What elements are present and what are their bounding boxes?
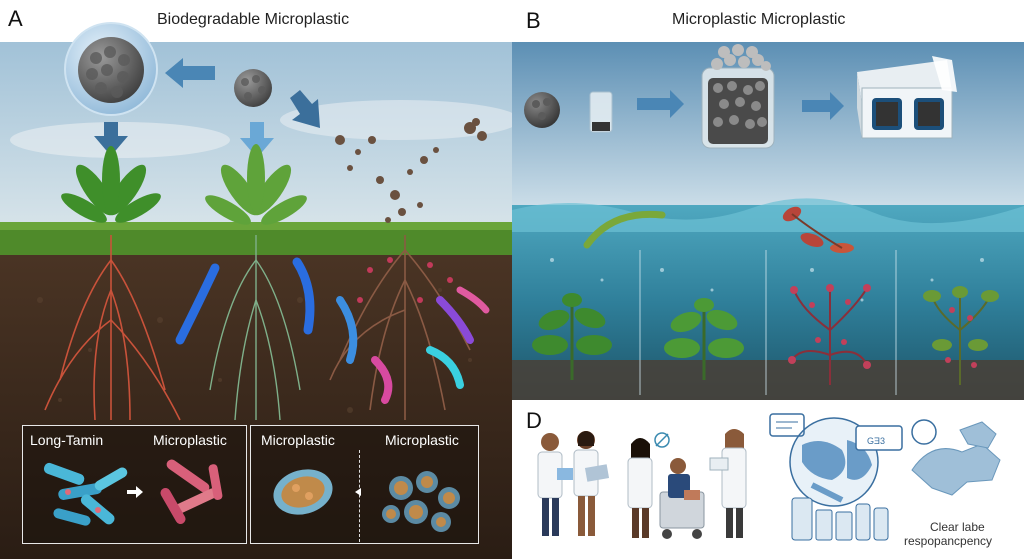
filter-box-icon: [857, 56, 957, 140]
beaker-small-icon: [589, 91, 613, 133]
scientist-1: [537, 433, 573, 536]
arrow-small-icon: [355, 488, 361, 496]
inset-left-label-1: Long-Tamin: [30, 432, 104, 448]
arrow-down-light-icon: [240, 122, 274, 158]
cell-clusters: [382, 471, 460, 532]
caption-line-2: respopancpency: [904, 534, 993, 548]
arrow-right-2-icon: [802, 92, 844, 120]
panel-b-title: Microplastic Microplastic: [672, 11, 846, 28]
bacteria-cluster-pink: [160, 459, 223, 524]
inset-left: Long-Tamin Microplastic: [22, 425, 247, 544]
inset-right: Microplastic Microplastic: [250, 425, 479, 544]
microbe-icon: [654, 432, 670, 448]
arrow-diagonal-icon: [290, 90, 320, 128]
aquatic-plant-2: [664, 298, 744, 380]
arrow-left-icon: [165, 58, 215, 88]
inset-left-art: [43, 459, 223, 526]
plant-1: [44, 146, 181, 421]
bacteria-cluster-blue: [43, 462, 128, 526]
cell-microplastic: [273, 469, 333, 515]
bottles-icon: [791, 497, 889, 541]
inset-left-label-2: Microplastic: [153, 432, 227, 448]
panel-d: D: [512, 400, 1024, 559]
panel-a-letter: A: [8, 6, 23, 31]
arrow-right-icon: [127, 486, 143, 498]
inset-right-label-1: Microplastic: [261, 432, 335, 448]
panel-d-illustration: [537, 413, 1001, 541]
label-bubble-text: GƎ3: [867, 436, 886, 446]
panel-b-letter: B: [526, 8, 541, 33]
microbe-worms: [175, 257, 490, 404]
aquatic-plant-4: [923, 286, 999, 385]
aquatic-plant-3-damaged: [788, 284, 871, 385]
microplastic-cluster-large: [78, 37, 144, 103]
aquatic-plant-1: [532, 293, 612, 380]
inset-divider: [359, 450, 361, 542]
plant-2: [205, 144, 307, 421]
beaker-large-icon: [701, 44, 775, 149]
caption-line-1: Clear labe: [930, 520, 985, 534]
speech-bubble-icon: [769, 413, 805, 437]
cart-with-person: [659, 458, 705, 539]
arrow-right-1-icon: [637, 90, 684, 118]
panel-b: B Microplastic Microplastic: [512, 0, 1024, 400]
scientist-3: [627, 438, 653, 538]
scientist-4: [709, 429, 747, 538]
scientist-2: [573, 431, 610, 536]
panel-a-title: Biodegradable Microplastic: [157, 11, 350, 28]
arrow-down-icon: [94, 122, 128, 156]
panel-a: A Biodegradable Microplastic Long-Tamin …: [0, 0, 512, 559]
debris-particles: [335, 118, 487, 223]
floating-leaf: [583, 210, 666, 249]
microplastic-cluster-small: [234, 69, 272, 107]
panel-b-illustration: [512, 0, 1024, 400]
floating-red-plant: [782, 206, 854, 253]
microplastic-cluster-b: [524, 92, 560, 128]
label-bubble-icon: [855, 425, 903, 451]
inset-right-label-2: Microplastic: [385, 432, 459, 448]
panel-d-letter: D: [526, 408, 542, 433]
inset-right-art: [273, 469, 460, 532]
world-map-icon: [911, 419, 1001, 496]
plant-3: [329, 235, 471, 420]
